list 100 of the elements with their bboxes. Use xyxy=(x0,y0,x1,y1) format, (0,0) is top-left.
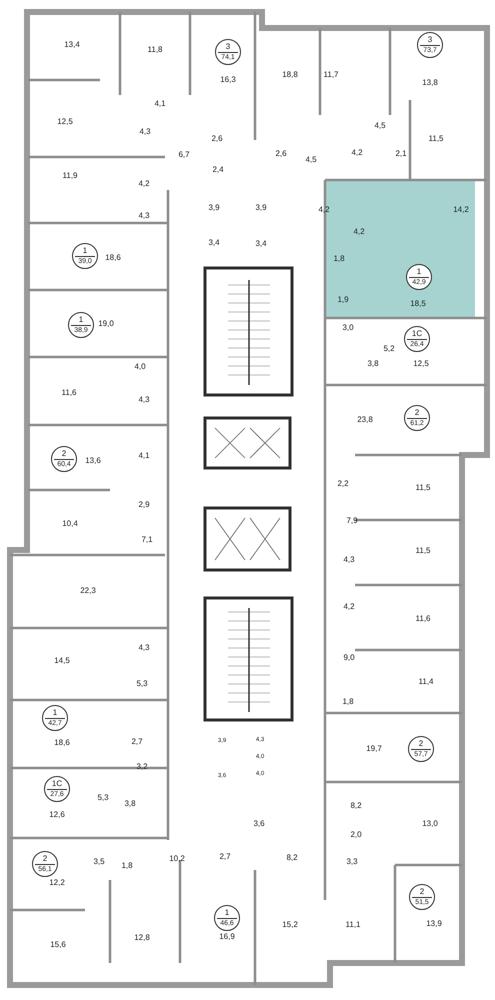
room-area-label: 13,0 xyxy=(422,820,438,828)
apartment-badge xyxy=(51,446,77,472)
room-area-label: 2,6 xyxy=(211,135,223,143)
room-area-label: 22,3 xyxy=(80,587,96,595)
room-area-label: 1,9 xyxy=(337,296,349,304)
room-area-label: 2,7 xyxy=(219,853,231,861)
room-area-label: 11,5 xyxy=(416,547,430,555)
room-area-label: 5,3 xyxy=(136,680,148,688)
room-area-label: 3,9 xyxy=(208,204,220,212)
room-area-label: 2,1 xyxy=(395,150,407,158)
room-area-label: 11,9 xyxy=(62,172,78,180)
apartment-badge xyxy=(417,32,443,58)
room-area-label: 1,8 xyxy=(333,255,345,263)
room-area-label: 4,3 xyxy=(139,128,151,136)
room-area-label: 23,8 xyxy=(357,416,373,424)
room-area-label: 11,4 xyxy=(418,678,434,686)
room-count: 2 xyxy=(411,740,431,750)
apartment-badge xyxy=(32,851,58,877)
room-area-label: 3,8 xyxy=(367,360,379,368)
room-count: 1С xyxy=(407,330,427,340)
room-area-label: 4,2 xyxy=(318,206,330,214)
apartment-badge xyxy=(42,705,68,731)
room-area-label: 5,2 xyxy=(383,345,395,353)
room-count: 2 xyxy=(54,450,74,460)
room-count: 2 xyxy=(35,855,55,865)
room-area-label: 16,3 xyxy=(220,76,236,84)
room-area-label: 10,4 xyxy=(62,520,78,528)
room-area-label: 2,0 xyxy=(350,831,362,839)
room-area-label: 4,1 xyxy=(138,452,150,460)
room-area-label: 7,1 xyxy=(141,536,153,544)
room-area-label: 4,2 xyxy=(353,228,365,236)
room-area-label: 6,7 xyxy=(178,151,190,159)
room-area-label: 3,8 xyxy=(124,800,136,808)
room-area-label: 3,4 xyxy=(255,240,267,248)
room-area-label: 4,5 xyxy=(305,156,317,164)
room-area-label: 11,6 xyxy=(416,615,430,623)
room-area-label: 12,8 xyxy=(134,934,150,942)
room-area-label: 10,2 xyxy=(169,855,185,863)
room-count: 1 xyxy=(71,316,91,326)
room-area-label: 12,2 xyxy=(49,879,65,887)
room-area-label: 12,5 xyxy=(57,118,73,126)
room-area-label: 4,2 xyxy=(138,180,150,188)
room-area-label: 2,2 xyxy=(337,480,349,488)
room-area-label: 3,5 xyxy=(93,858,105,866)
room-area-label: 11,8 xyxy=(148,46,162,54)
apartment-badge xyxy=(68,312,94,338)
room-area-label: 2,9 xyxy=(138,501,150,509)
room-area-label: 1,8 xyxy=(121,862,133,870)
room-area-label: 4,3 xyxy=(138,644,150,652)
apartment-badge xyxy=(408,736,434,762)
room-area-label: 4,2 xyxy=(351,149,363,157)
room-count: 2 xyxy=(407,409,427,419)
room-area-label: 12,5 xyxy=(413,360,429,368)
room-area-label: 18,6 xyxy=(105,254,121,262)
room-area-label: 4,3 xyxy=(138,212,150,220)
room-area-label: 12,6 xyxy=(49,811,65,819)
room-area-label: 5,3 xyxy=(97,794,109,802)
room-area-label: 13,4 xyxy=(64,41,80,49)
room-area-label: 3,6 xyxy=(253,820,265,828)
room-area-label: 11,7 xyxy=(324,71,338,79)
apartment-badge xyxy=(409,884,435,910)
room-area-label: 13,9 xyxy=(426,920,442,928)
room-count: 1 xyxy=(409,268,429,278)
room-count: 1 xyxy=(75,247,95,257)
room-area-label: 4,2 xyxy=(343,603,355,611)
room-area-label: 3,0 xyxy=(342,324,354,332)
apartment-badge xyxy=(214,905,240,931)
room-area-label: 1,8 xyxy=(342,698,354,706)
apartment-badge xyxy=(404,326,430,352)
room-area-label: 3,2 xyxy=(136,763,148,771)
room-area-label: 4,0 xyxy=(134,363,146,371)
room-area-label: 2,6 xyxy=(275,150,287,158)
room-area-label: 2,7 xyxy=(131,738,143,746)
room-area-label: 7,9 xyxy=(346,517,358,525)
room-area-label: 8,2 xyxy=(350,802,362,810)
room-area-label: 8,2 xyxy=(286,854,298,862)
room-area-label: 18,6 xyxy=(54,739,70,747)
room-area-label: 13,8 xyxy=(422,79,438,87)
room-area-label: 11,1 xyxy=(346,921,360,929)
apartment-badge xyxy=(404,405,430,431)
room-count: 1 xyxy=(217,909,237,919)
room-area-label: 14,2 xyxy=(453,206,469,214)
room-area-label: 3,9 xyxy=(255,204,267,212)
room-area-label: 15,2 xyxy=(282,921,298,929)
room-count: 3 xyxy=(420,36,440,46)
room-area-label: 4,1 xyxy=(154,100,166,108)
room-area-label: 19,7 xyxy=(366,745,382,753)
room-area-label: 15,6 xyxy=(50,941,66,949)
room-count: 2 xyxy=(412,888,432,898)
room-count: 3 xyxy=(218,43,238,53)
apartment-badge xyxy=(215,39,241,65)
room-area-label: 2,4 xyxy=(212,166,224,174)
apartment-badge xyxy=(44,776,70,802)
apartment-badge xyxy=(72,243,98,269)
room-area-label: 11,5 xyxy=(428,135,444,143)
room-count: 1С xyxy=(47,780,67,790)
room-area-label: 14,5 xyxy=(54,657,70,665)
room-area-label: 4,3 xyxy=(138,396,150,404)
room-area-label: 4,5 xyxy=(374,122,386,130)
room-area-label: 4,3 xyxy=(343,556,355,564)
